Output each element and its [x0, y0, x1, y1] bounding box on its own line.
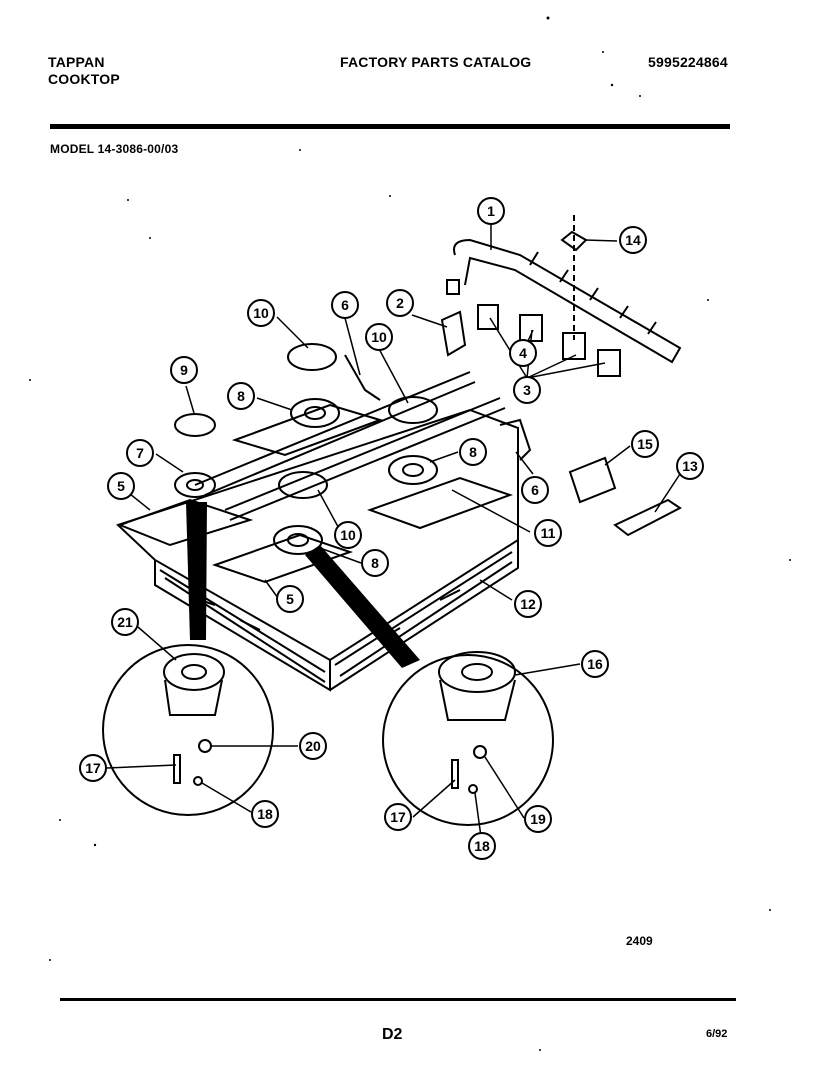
page-number: D2: [382, 1026, 403, 1043]
callout-number: 7: [136, 445, 144, 461]
callout-number: 11: [541, 525, 556, 541]
callout-20: 20: [299, 732, 327, 760]
catalog-part-number: 5995224864: [648, 54, 728, 70]
callout-number: 8: [469, 444, 477, 460]
callout-14: 14: [619, 226, 647, 254]
burner-tubes: [117, 354, 532, 584]
callout-10: 10: [334, 521, 362, 549]
callout-12: 12: [514, 590, 542, 618]
callout-13: 13: [676, 452, 704, 480]
callout-number: 17: [85, 760, 101, 776]
callout-number: 10: [340, 527, 356, 543]
callout-number: 18: [474, 838, 490, 854]
burners: [174, 398, 438, 555]
callout-10: 10: [365, 323, 393, 351]
callout-number: 5: [117, 478, 125, 494]
callout-number: 12: [520, 596, 536, 612]
print-date: 6/92: [706, 1028, 728, 1040]
callout-2: 2: [386, 289, 414, 317]
callout-number: 18: [257, 806, 273, 822]
callout-16: 16: [581, 650, 609, 678]
product-type: COOKTOP: [48, 71, 120, 87]
small-parts: [560, 215, 682, 537]
brand-name: TAPPAN: [48, 54, 105, 70]
detail-views: [102, 502, 554, 826]
header-rule: [50, 124, 730, 129]
footer-rule: [60, 998, 736, 1001]
callout-9: 9: [170, 356, 198, 384]
gas-manifold: [446, 238, 682, 364]
callout-number: 17: [390, 809, 406, 825]
callout-number: 16: [587, 656, 603, 672]
callout-4: 4: [509, 339, 537, 367]
callout-7: 7: [126, 439, 154, 467]
callout-number: 4: [519, 345, 527, 361]
callout-19: 19: [524, 805, 552, 833]
callout-10: 10: [247, 299, 275, 327]
callout-5: 5: [276, 585, 304, 613]
callout-number: 8: [237, 388, 245, 404]
callout-number: 13: [682, 458, 698, 474]
scan-noise: [29, 16, 791, 1051]
brand-block: TAPPAN COOKTOP: [48, 54, 120, 88]
callout-6: 6: [521, 476, 549, 504]
callout-number: 19: [530, 811, 546, 827]
valves: [440, 304, 621, 377]
callout-number: 10: [371, 329, 387, 345]
callout-18: 18: [468, 832, 496, 860]
callout-number: 10: [253, 305, 269, 321]
callout-number: 9: [180, 362, 188, 378]
callout-number: 6: [531, 482, 539, 498]
callout-11: 11: [534, 519, 562, 547]
callout-15: 15: [631, 430, 659, 458]
callout-17: 17: [79, 754, 107, 782]
callout-8: 8: [459, 438, 487, 466]
callout-number: 15: [637, 436, 653, 452]
callout-5: 5: [107, 472, 135, 500]
model-number: MODEL 14-3086-00/03: [50, 142, 179, 156]
callout-17: 17: [384, 803, 412, 831]
catalog-title: FACTORY PARTS CATALOG: [340, 54, 532, 70]
callout-8: 8: [227, 382, 255, 410]
callout-number: 1: [487, 203, 495, 219]
callout-8: 8: [361, 549, 389, 577]
callout-number: 21: [117, 614, 133, 630]
callout-number: 8: [371, 555, 379, 571]
callout-18: 18: [251, 800, 279, 828]
callout-number: 3: [523, 382, 531, 398]
callout-3: 3: [513, 376, 541, 404]
callout-number: 14: [625, 232, 641, 248]
diagram-number: 2409: [626, 934, 653, 948]
burner-rings: [174, 343, 438, 499]
callout-number: 5: [286, 591, 294, 607]
callout-number: 20: [305, 738, 321, 754]
callout-number: 2: [396, 295, 404, 311]
callout-1: 1: [477, 197, 505, 225]
callout-6: 6: [331, 291, 359, 319]
callout-21: 21: [111, 608, 139, 636]
callout-number: 6: [341, 297, 349, 313]
